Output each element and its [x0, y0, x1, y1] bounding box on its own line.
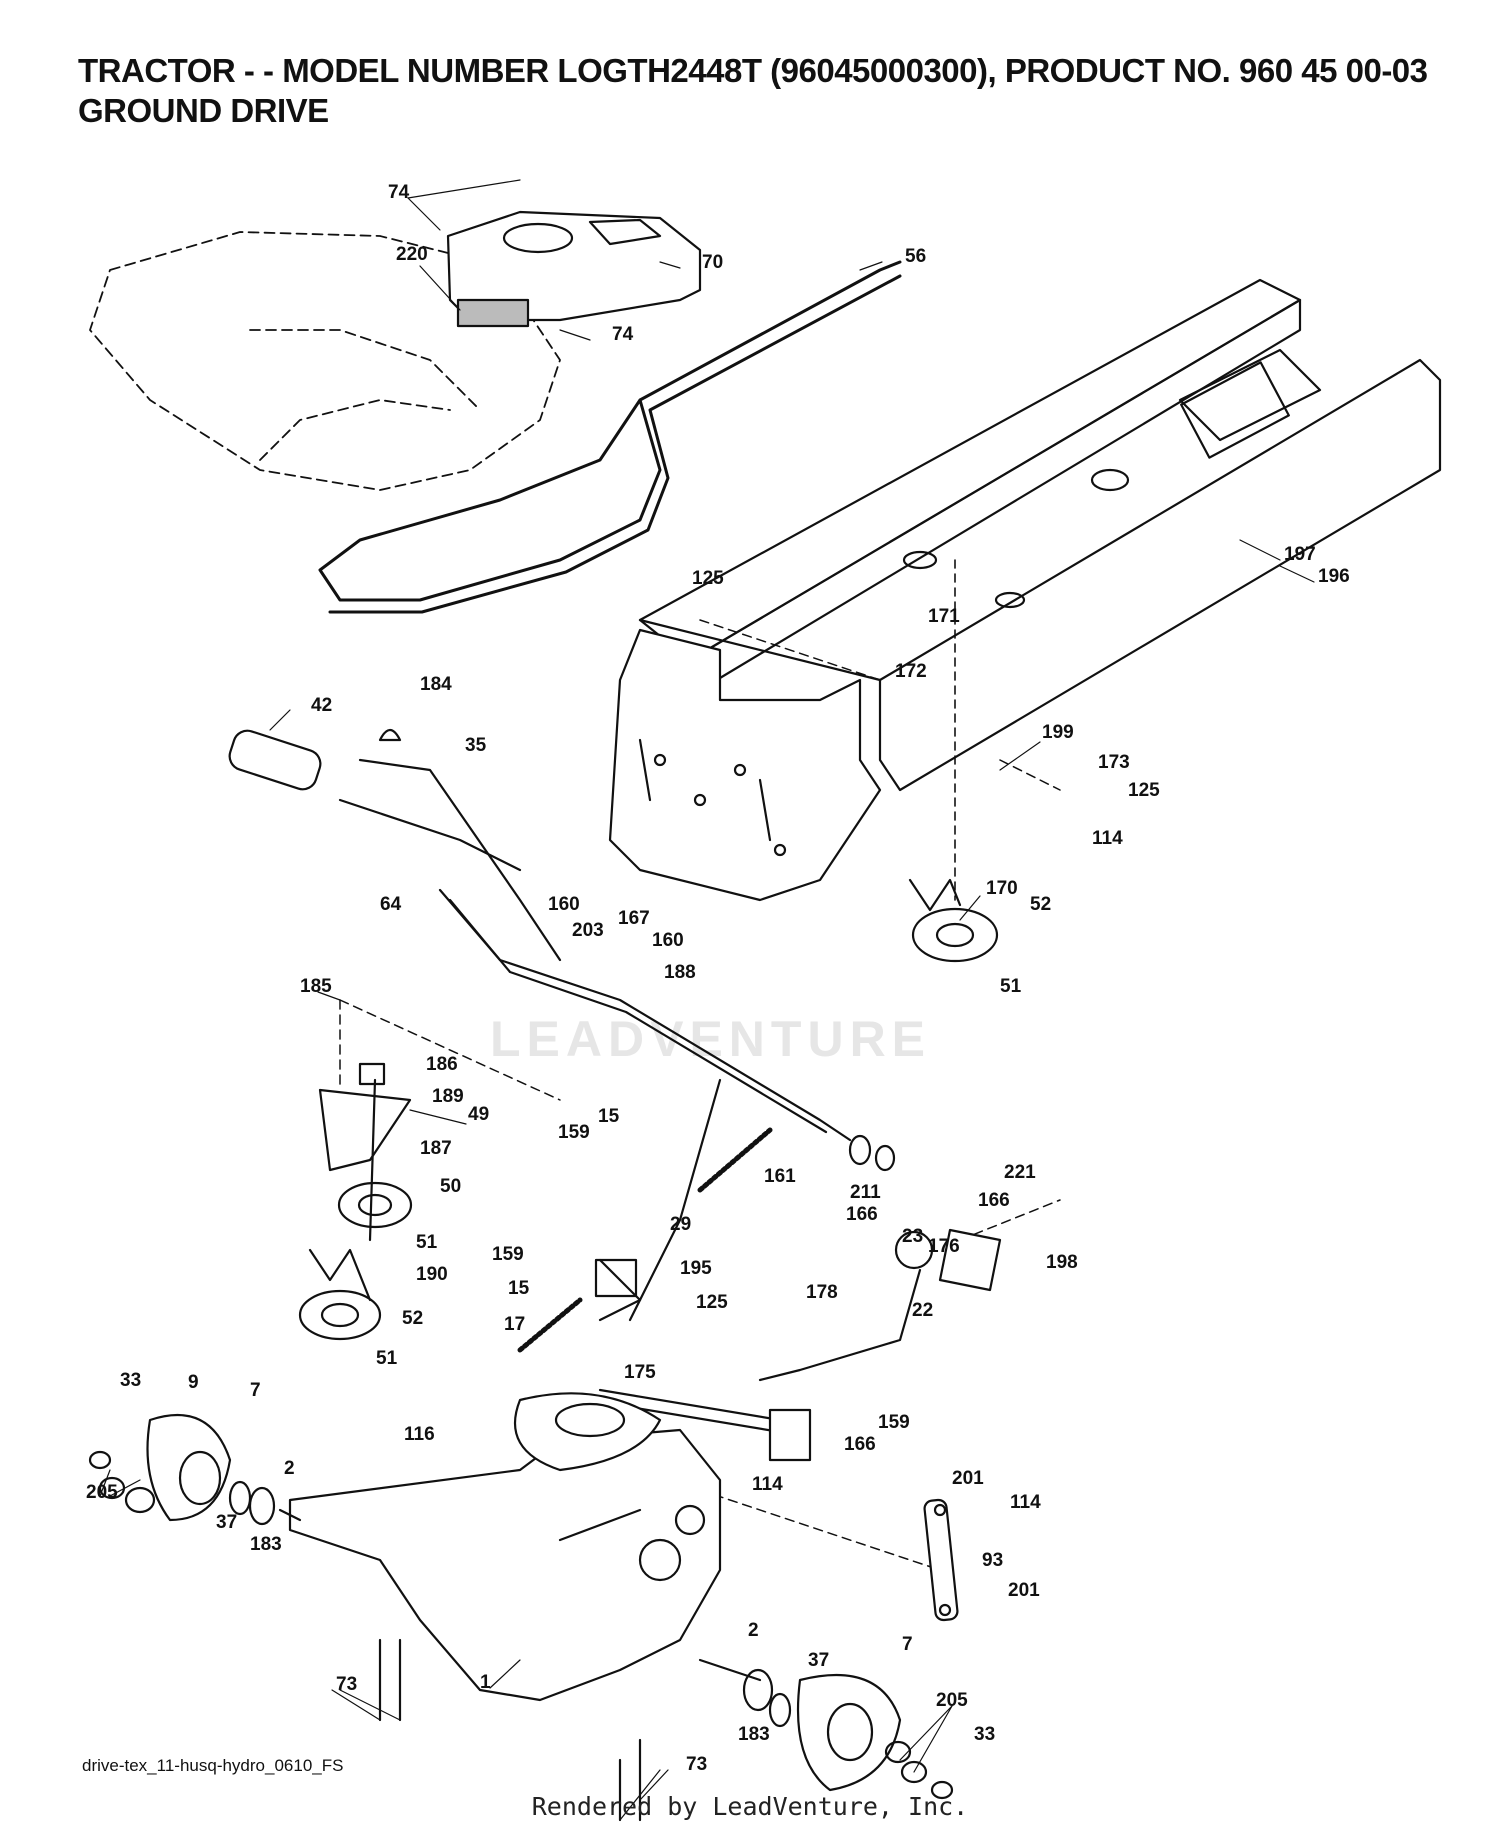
part-callout-33: 33 [974, 1724, 995, 1745]
part-callout-42: 42 [311, 695, 332, 716]
part-callout-70: 70 [702, 252, 723, 273]
part-callout-220: 220 [396, 244, 428, 265]
part-callout-7: 7 [250, 1380, 261, 1401]
fender-outline [89, 231, 561, 491]
hydro-transaxle [278, 1392, 762, 1822]
part-callout-221: 221 [1004, 1162, 1036, 1183]
part-callout-172: 172 [895, 661, 927, 682]
part-callout-2: 2 [284, 1458, 295, 1479]
idler-pulleys [298, 1062, 413, 1341]
part-callout-15: 15 [508, 1278, 530, 1299]
part-callout-205: 205 [936, 1690, 968, 1711]
part-callout-73: 73 [686, 1754, 707, 1775]
watermark-logo: LEADVENTURE [490, 1011, 932, 1067]
callout-leaders [99, 179, 1315, 1821]
part-callout-93: 93 [982, 1550, 1003, 1571]
part-callout-167: 167 [618, 908, 650, 929]
part-callout-185: 185 [300, 976, 332, 997]
part-callout-188: 188 [664, 962, 696, 983]
part-callout-114: 114 [1092, 828, 1123, 849]
part-callout-189: 189 [432, 1086, 464, 1107]
part-callout-7: 7 [902, 1634, 913, 1655]
part-callout-64: 64 [380, 894, 402, 915]
drawing-id: drive-tex_11-husq-hydro_0610_FS [82, 1756, 344, 1775]
part-callout-116: 116 [404, 1424, 435, 1445]
part-callout-9: 9 [188, 1372, 199, 1393]
part-callout-198: 198 [1046, 1252, 1078, 1273]
part-callout-37: 37 [808, 1650, 829, 1671]
part-callout-2: 2 [748, 1620, 759, 1641]
part-callout-17: 17 [504, 1314, 525, 1335]
part-callout-74: 74 [388, 182, 410, 203]
part-callout-201: 201 [1008, 1580, 1040, 1601]
part-callout-183: 183 [250, 1534, 282, 1555]
part-callout-170: 170 [986, 878, 1018, 899]
part-callout-171: 171 [928, 606, 960, 627]
part-callout-56: 56 [905, 246, 926, 267]
part-callout-23: 23 [902, 1226, 923, 1247]
part-callout-205: 205 [86, 1482, 118, 1503]
part-callout-159: 159 [878, 1412, 910, 1433]
part-callout-125: 125 [1128, 780, 1160, 801]
part-callout-52: 52 [1030, 894, 1051, 915]
part-callout-159: 159 [492, 1244, 524, 1265]
part-callout-184: 184 [420, 674, 452, 695]
belt-cover [446, 210, 702, 328]
leader-dashes [339, 619, 1061, 1601]
part-callout-160: 160 [652, 930, 684, 951]
part-callout-114: 114 [1010, 1492, 1041, 1513]
diagram-subtitle: GROUND DRIVE [78, 92, 329, 129]
part-callout-114: 114 [752, 1474, 783, 1495]
part-callout-186: 186 [426, 1054, 458, 1075]
part-callout-29: 29 [670, 1214, 691, 1235]
idler-pulley-right [908, 559, 999, 963]
part-callout-15: 15 [598, 1106, 620, 1127]
part-callout-178: 178 [806, 1282, 838, 1303]
part-callout-33: 33 [120, 1370, 141, 1391]
part-callout-187: 187 [420, 1138, 452, 1159]
part-callout-37: 37 [216, 1512, 237, 1533]
drive-link [923, 1498, 959, 1622]
drive-belt [318, 260, 902, 614]
part-callout-73: 73 [336, 1674, 357, 1695]
part-callout-176: 176 [928, 1236, 960, 1257]
part-callout-51: 51 [416, 1232, 438, 1253]
part-callout-125: 125 [696, 1292, 728, 1313]
part-callout-211: 211 [850, 1182, 881, 1203]
part-callout-199: 199 [1042, 722, 1074, 743]
part-callout-160: 160 [548, 894, 580, 915]
part-callout-173: 173 [1098, 752, 1130, 773]
wheel-hubs [88, 1413, 954, 1800]
part-callout-166: 166 [978, 1190, 1010, 1211]
tractor-frame [608, 278, 1442, 902]
part-callout-51: 51 [1000, 976, 1022, 997]
springs-and-rods [517, 1078, 1002, 1462]
part-callout-35: 35 [465, 735, 487, 756]
part-callout-197: 197 [1284, 544, 1316, 565]
diagram-title: TRACTOR - - MODEL NUMBER LOGTH2448T (960… [78, 52, 1428, 89]
lever-assembly [228, 728, 896, 1172]
part-callout-166: 166 [846, 1204, 878, 1225]
part-callout-201: 201 [952, 1468, 984, 1489]
render-credit: Rendered by LeadVenture, Inc. [531, 1792, 969, 1821]
part-callout-74: 74 [612, 324, 634, 345]
part-callout-190: 190 [416, 1264, 448, 1285]
part-callout-166: 166 [844, 1434, 876, 1455]
part-callout-50: 50 [440, 1176, 461, 1197]
part-callout-52: 52 [402, 1308, 423, 1329]
part-callout-183: 183 [738, 1724, 770, 1745]
part-callout-195: 195 [680, 1258, 712, 1279]
part-callout-175: 175 [624, 1362, 656, 1383]
part-callout-1: 1 [480, 1672, 491, 1693]
part-callout-49: 49 [468, 1104, 489, 1125]
part-callout-196: 196 [1318, 566, 1350, 587]
part-callout-203: 203 [572, 920, 604, 941]
part-callout-159: 159 [558, 1122, 590, 1143]
part-callout-161: 161 [764, 1166, 796, 1187]
part-callout-125: 125 [692, 568, 724, 589]
part-callout-51: 51 [376, 1348, 398, 1369]
part-callout-22: 22 [912, 1300, 933, 1321]
